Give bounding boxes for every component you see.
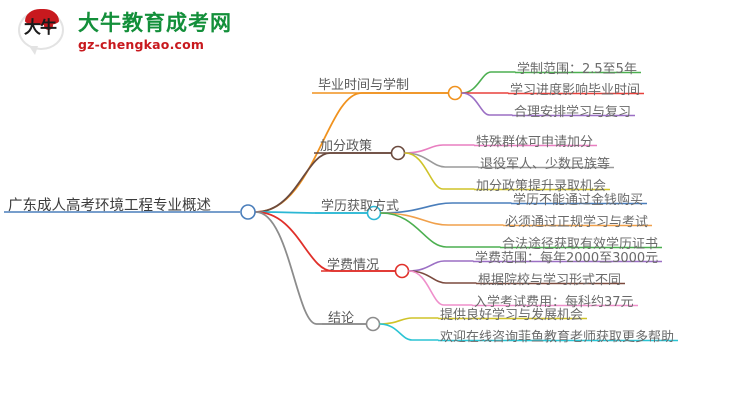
logo-subtitle: gz-chengkao.com [78, 37, 205, 53]
leaf-label-2-3: 加分政策提升录取机会 [476, 179, 607, 194]
logo-dot-shape [44, 21, 53, 30]
root-label: 广东成人高考环境工程专业概述 [8, 198, 211, 214]
leaf-label-4-3: 入学考试费用：每科约37元 [474, 295, 634, 310]
leaf-label-5-2: 欢迎在线咨询菲鱼教育老师获取更多帮助 [440, 330, 675, 345]
leaf-label-4-2: 根据院校与学习形式不同 [478, 273, 622, 288]
leaf-label-3-1: 学历不能通过金钱购买 [513, 193, 644, 208]
leaf-label-2-2: 退役军人、少数民族等 [480, 157, 611, 172]
logo-text-block: 大牛教育成考网 gz-chengkao.com [78, 10, 232, 53]
leaf-label-1-2: 学习进度影响毕业时间 [510, 83, 641, 98]
branch-label-2: 加分政策 [320, 139, 373, 154]
leaf-label-1-1: 学制范围：2.5至5年 [517, 62, 637, 77]
leaf-label-3-3: 合法途径获取有效学历证书 [502, 237, 659, 252]
logo-mark-icon: 大牛 [18, 8, 70, 56]
branch-label-4: 学费情况 [327, 258, 380, 273]
branch-label-1: 毕业时间与学制 [318, 78, 410, 93]
site-logo: 大牛 大牛教育成考网 gz-chengkao.com [18, 8, 232, 56]
leaf-label-3-2: 必须通过正规学习与考试 [505, 215, 649, 230]
leaf-label-4-1: 学费范围：每年2000至3000元 [475, 251, 659, 266]
logo-mark-text: 大牛 [24, 18, 57, 38]
branch-label-5: 结论 [328, 311, 355, 326]
leaf-label-1-3: 合理安排学习与复习 [514, 105, 632, 120]
leaf-label-2-1: 特殊群体可申请加分 [476, 135, 594, 150]
leaf-label-5-1: 提供良好学习与发展机会 [440, 308, 584, 323]
branch-label-3: 学历获取方式 [321, 199, 400, 214]
logo-title: 大牛教育成考网 [78, 10, 232, 35]
